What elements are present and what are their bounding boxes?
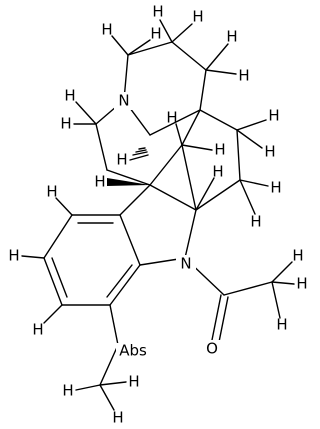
atom-h-9: H [268, 107, 279, 125]
atom-h-1: H [101, 21, 112, 39]
atom-h-5: H [226, 28, 237, 46]
atom-h-24: H [62, 382, 73, 400]
atom-h-23: H [276, 316, 287, 334]
atom-h-2: H [150, 25, 161, 43]
atom-h-11: H [166, 109, 177, 127]
atom-h-15: H [250, 213, 261, 231]
atom-h-16: H [116, 151, 127, 169]
atom-h-17: H [94, 173, 105, 191]
atom-o-methoxy-abs: Abs [119, 342, 147, 360]
atom-h-21: H [292, 247, 303, 265]
atom-h-25: H [112, 409, 123, 427]
bond-lines [21, 19, 295, 411]
atom-h-3: H [152, 3, 163, 21]
atom-h-4: H [192, 8, 203, 26]
molecule-structure-drawing: N N O Abs H H H H H H H H H H H H H H H … [8, 3, 307, 427]
atom-h-7: H [64, 87, 75, 105]
atom-labels: N N O Abs H H H H H H H H H H H H H H H … [8, 3, 307, 427]
atom-h-19: H [8, 247, 19, 265]
atom-h-13: H [270, 179, 281, 197]
atom-o-carbonyl: O [206, 340, 218, 358]
atom-h-18: H [46, 183, 57, 201]
atom-h-6: H [238, 67, 249, 85]
atom-n1: N [118, 92, 129, 110]
stereo-wedge-bond [107, 178, 150, 186]
atom-h-26: H [128, 373, 139, 391]
atom-h-10: H [264, 143, 275, 161]
atom-h-20: H [32, 321, 43, 339]
atom-n2: N [180, 255, 191, 273]
atom-h-8: H [60, 115, 71, 133]
atom-h-22: H [296, 275, 307, 293]
atom-h-14: H [212, 163, 223, 181]
atom-h-12: H [214, 141, 225, 159]
